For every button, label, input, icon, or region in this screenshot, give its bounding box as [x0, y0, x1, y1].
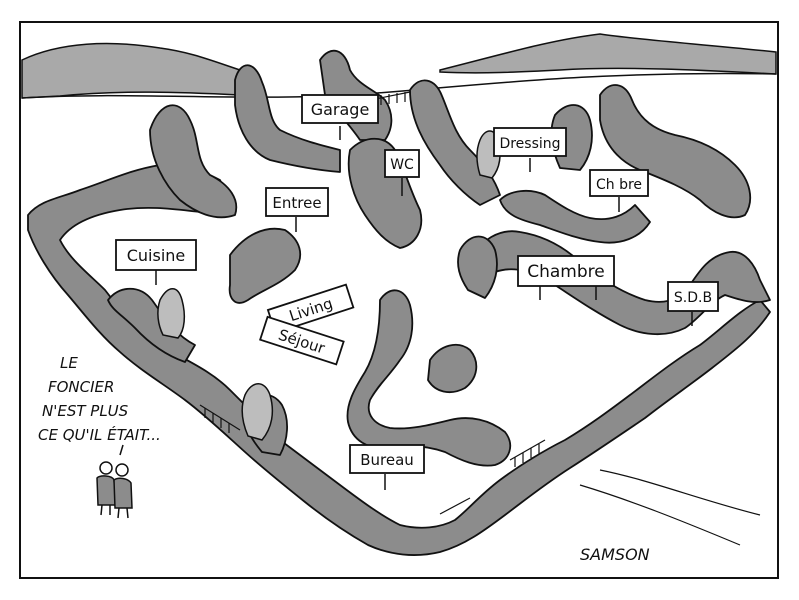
sign-label-cuisine: Cuisine: [127, 246, 186, 265]
caption-line-2: FONCIER: [48, 378, 114, 396]
caption-line-4: CE QU'IL ÉTAIT...: [38, 425, 161, 444]
sign-label-chbre: Ch bre: [596, 177, 642, 193]
sign-label-sdb: S.D.B: [674, 290, 712, 306]
fences: [199, 91, 546, 515]
right-hill: [439, 33, 777, 75]
sign-label-chambre: Chambre: [527, 262, 605, 282]
sign-label-dressing: Dressing: [499, 136, 560, 152]
sign-chambre: Chambre: [517, 255, 615, 300]
caption-line-1: LE: [60, 354, 78, 372]
sign-garage: Garage: [301, 94, 379, 140]
sign-label-garage: Garage: [311, 100, 370, 119]
sign-label-bureau: Bureau: [360, 451, 414, 469]
sign-entree: Entree: [265, 187, 329, 232]
sign-chbre: Ch bre: [589, 169, 649, 212]
sign-sdb: S.D.B: [667, 281, 719, 326]
road: [599, 469, 761, 516]
left-hill: [21, 42, 241, 99]
two-figures: [96, 444, 133, 519]
sign-label-wc: WC: [390, 157, 414, 173]
speech-caption: LE FONCIER N'EST PLUS CE QU'IL ÉTAIT...: [38, 354, 161, 444]
sign-dressing: Dressing: [493, 127, 567, 172]
road-edge: [579, 484, 741, 546]
sign-cuisine: Cuisine: [115, 239, 197, 285]
artist-signature: SAMSON: [580, 545, 650, 564]
sign-wc: WC: [384, 149, 420, 196]
sign-label-entree: Entree: [272, 194, 321, 212]
sign-bureau: Bureau: [349, 444, 425, 490]
caption-line-3: N'EST PLUS: [42, 402, 129, 420]
